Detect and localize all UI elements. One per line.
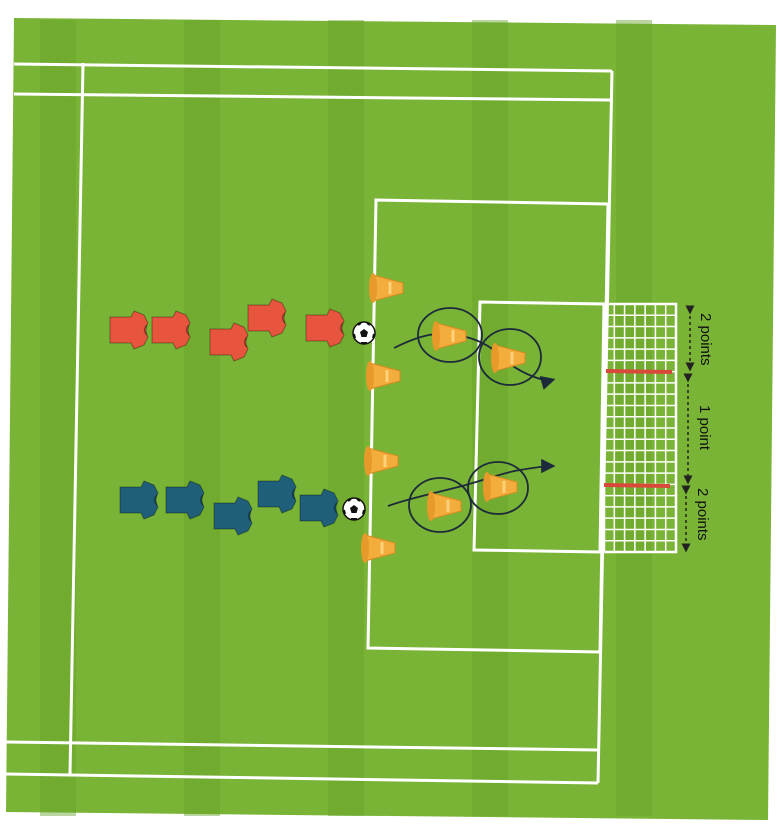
grass-stripe — [184, 20, 220, 816]
red-shirt-player-icon — [248, 299, 286, 337]
red-shirt-player-icon — [110, 311, 148, 349]
pitch-grass — [6, 18, 776, 820]
lower-post-marker — [604, 485, 670, 486]
blue-shirt-player-icon — [120, 481, 158, 519]
soccer-ball-icon — [343, 498, 365, 520]
grass-stripe — [328, 20, 364, 816]
zone-label-middle: 1 point — [696, 405, 713, 451]
soccer-ball-icon — [353, 322, 375, 344]
grass-stripe — [616, 20, 652, 816]
upper-post-marker — [606, 371, 672, 372]
red-shirt-player-icon — [306, 309, 344, 347]
blue-shirt-player-icon — [300, 489, 338, 527]
zone-label-bottom: 2 points — [694, 488, 711, 541]
blue-shirt-player-icon — [166, 481, 204, 519]
blue-shirt-player-icon — [214, 497, 252, 535]
red-shirt-player-icon — [210, 323, 248, 361]
blue-shirt-player-icon — [258, 475, 296, 513]
zone-label-top: 2 points — [697, 313, 714, 366]
red-shirt-player-icon — [152, 311, 190, 349]
